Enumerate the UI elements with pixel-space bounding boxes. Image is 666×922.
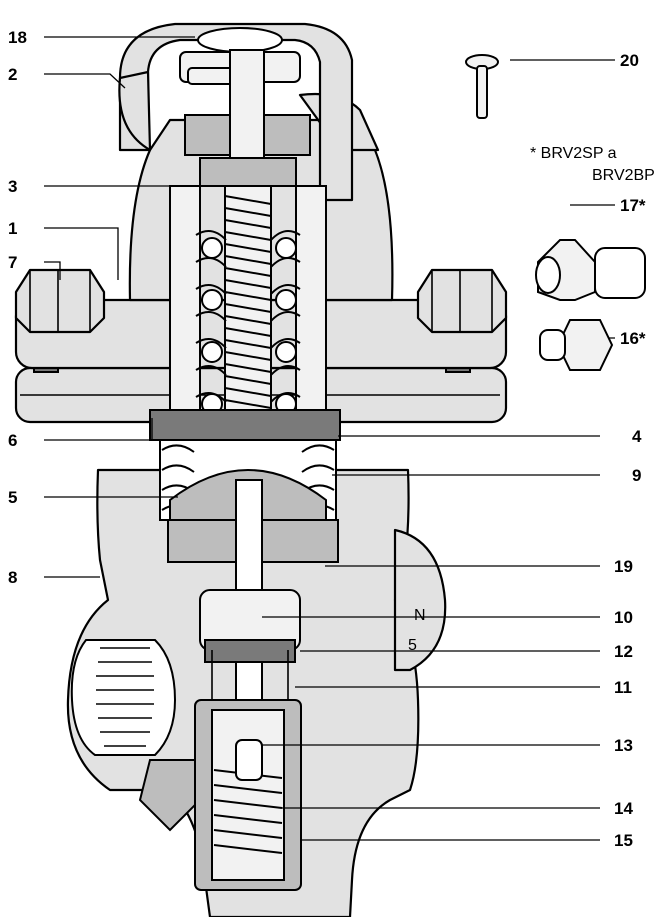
adjusting-screw <box>199 49 297 457</box>
cap <box>118 22 354 202</box>
label-16: 16* <box>620 329 646 348</box>
label-3: 3 <box>8 177 17 196</box>
body-marking-5: 5 <box>408 637 417 654</box>
label-17: 17* <box>620 196 646 215</box>
strainer-screen <box>194 699 302 891</box>
label-10: 10 <box>614 608 633 627</box>
label-2: 2 <box>8 65 17 84</box>
label-5: 5 <box>8 488 17 507</box>
label-20: 20 <box>620 51 639 70</box>
label-7: 7 <box>8 253 17 272</box>
bolt-right <box>416 268 508 334</box>
label-6: 6 <box>8 431 17 450</box>
part-16-plug <box>539 319 614 371</box>
label-9: 9 <box>632 466 641 485</box>
part-labels: 18 2 3 1 7 6 5 8 20 17* 16* 4 9 19 10 12… <box>8 28 646 850</box>
label-13: 13 <box>614 736 633 755</box>
label-12: 12 <box>614 642 633 661</box>
label-19: 19 <box>614 557 633 576</box>
bolt-left <box>14 268 106 334</box>
note-line-2: BRV2BP <box>592 167 655 184</box>
label-8: 8 <box>8 568 17 587</box>
body-marking-n: N <box>414 607 426 624</box>
leader-lines <box>44 36 615 841</box>
label-18: 18 <box>8 28 27 47</box>
valve-internals <box>167 479 339 711</box>
label-1: 1 <box>8 219 17 238</box>
label-11: 11 <box>614 678 632 697</box>
variant-note: * BRV2SP a BRV2BP <box>530 145 655 184</box>
label-14: 14 <box>614 799 633 818</box>
label-15: 15 <box>614 831 633 850</box>
note-line-1: * BRV2SP a <box>530 145 617 162</box>
part-20-pin <box>465 54 499 119</box>
part-17-union <box>535 239 646 301</box>
label-4: 4 <box>632 427 642 446</box>
